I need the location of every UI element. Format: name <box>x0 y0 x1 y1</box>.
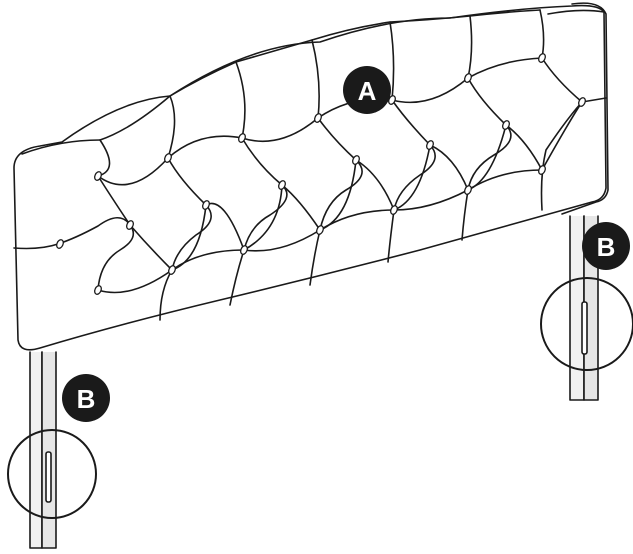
headboard-outline <box>13 4 607 351</box>
headboard-panel <box>13 2 609 351</box>
tuft-buttons <box>56 53 586 295</box>
tuft-button-icon <box>538 53 546 63</box>
tuft-button-icon <box>352 155 360 165</box>
tuft-button-icon <box>202 200 210 210</box>
tuft-button-icon <box>390 205 398 215</box>
tuft-button-icon <box>314 113 322 123</box>
left-leg-detail <box>7 429 97 519</box>
callout-b-right-label: B <box>597 232 616 262</box>
tuft-button-icon <box>240 245 248 255</box>
callout-a: A <box>343 66 391 114</box>
tuft-button-icon <box>464 185 472 195</box>
callout-b-right: B <box>582 222 630 270</box>
callout-b-left: B <box>62 374 110 422</box>
tuft-button-icon <box>538 165 546 175</box>
tuft-button-icon <box>94 285 102 295</box>
right-leg-detail <box>540 277 633 371</box>
leg-slot-icon <box>581 301 588 355</box>
tuft-button-icon <box>56 239 64 249</box>
tuft-button-icon <box>164 153 172 163</box>
tuft-button-icon <box>238 133 246 143</box>
callout-b-left-label: B <box>77 384 96 414</box>
tuft-button-icon <box>168 265 176 275</box>
tuft-button-icon <box>464 73 472 83</box>
tuft-button-icon <box>94 171 102 181</box>
leg-slot-icon <box>45 451 52 503</box>
tuft-button-icon <box>278 180 286 190</box>
tuft-button-icon <box>426 140 434 150</box>
tuft-button-icon <box>126 220 134 230</box>
tuft-button-icon <box>502 120 510 130</box>
tuft-button-icon <box>316 225 324 235</box>
callout-a-label: A <box>358 76 377 106</box>
tuft-button-icon <box>578 97 586 107</box>
